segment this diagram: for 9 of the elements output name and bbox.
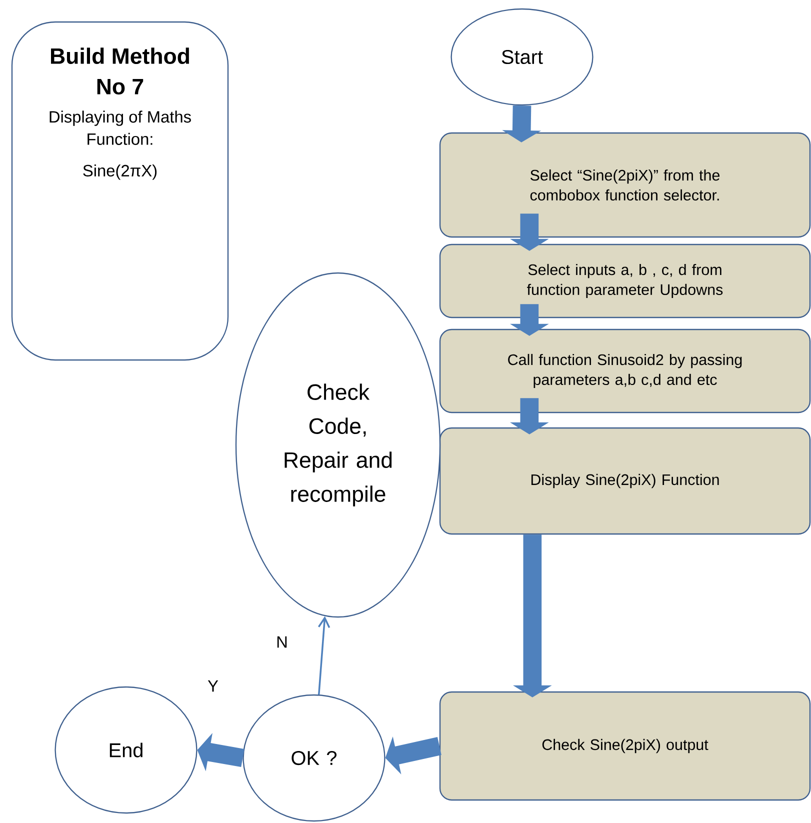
title-card: Build Method No 7 Displaying of Maths Function: Sine(2πX) bbox=[11, 21, 229, 361]
process-box: Select “Sine(2piX)” from the combobox function selector. bbox=[439, 132, 811, 238]
arrow bbox=[318, 616, 330, 695]
edge-label: Y bbox=[206, 679, 220, 693]
process-box: Call function Sinusoid2 by passing parameters a,b c,d and etc bbox=[439, 328, 811, 414]
process-box: Select inputs a, b , c, d from function parameter Updowns bbox=[439, 244, 811, 318]
process-box: Display Sine(2piX) Function bbox=[439, 427, 811, 535]
process-box: Check Sine(2piX) output bbox=[439, 691, 811, 801]
edge-label: N bbox=[274, 635, 290, 649]
